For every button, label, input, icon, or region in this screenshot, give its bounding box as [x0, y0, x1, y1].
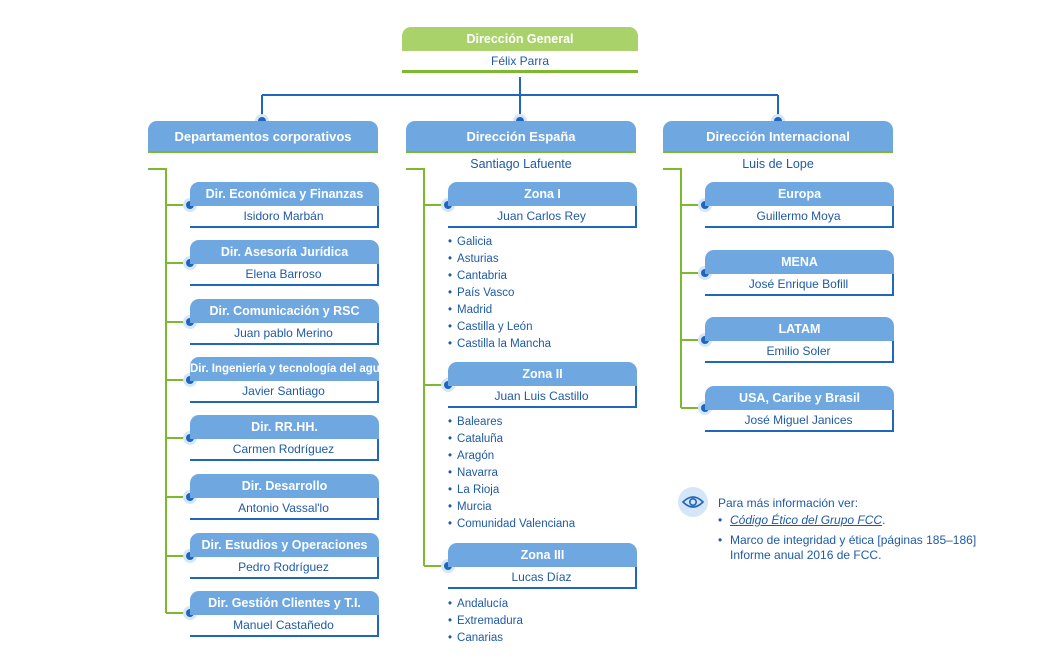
list-item: Asturias	[448, 251, 551, 268]
node-usa-caribe-brasil: USA, Caribe y Brasil José Miguel Janices	[705, 386, 894, 432]
info-item-line2: Informe anual 2016 de FCC.	[730, 548, 882, 562]
info-item-marco-integridad: Marco de integridad y ética [páginas 185…	[718, 533, 1018, 563]
node-europa: Europa Guillermo Moya	[705, 182, 894, 228]
node-person: Elena Barroso	[190, 264, 379, 286]
zona-2-regions: Baleares Cataluña Aragón Navarra La Rioj…	[448, 414, 575, 533]
node-mena: MENA José Enrique Bofill	[705, 250, 894, 296]
zona-1-regions: Galicia Asturias Cantabria País Vasco Ma…	[448, 234, 551, 353]
node-departamentos-corporativos: Departamentos corporativos	[148, 121, 378, 157]
info-list: Código Ético del Grupo FCC. Marco de int…	[718, 513, 1018, 568]
node-title: Dir. Económica y Finanzas	[190, 182, 379, 206]
node-zona-1: Zona I Juan Carlos Rey	[448, 182, 637, 228]
node-title: Dir. Gestión Clientes y T.I.	[190, 591, 379, 615]
node-direccion-general: Dirección General Félix Parra	[402, 27, 638, 73]
list-item: País Vasco	[448, 285, 551, 302]
node-title: Dir. Ingeniería y tecnología del agua	[190, 357, 379, 381]
link-suffix: .	[882, 513, 886, 527]
node-title: LATAM	[705, 317, 894, 341]
node-title: Dir. Comunicación y RSC	[190, 299, 379, 323]
list-item: Aragón	[448, 448, 575, 465]
info-item-line1: Marco de integridad y ética [páginas 185…	[730, 533, 977, 547]
node-title: Dir. Desarrollo	[190, 474, 379, 498]
list-item: La Rioja	[448, 482, 575, 499]
list-item: Comunidad Valenciana	[448, 516, 575, 533]
node-zona-2: Zona II Juan Luis Castillo	[448, 362, 637, 408]
node-person: Juan pablo Merino	[190, 323, 379, 345]
node-dir-asesoria: Dir. Asesoría Jurídica Elena Barroso	[190, 240, 379, 286]
list-item: Madrid	[448, 302, 551, 319]
node-dir-estudios: Dir. Estudios y Operaciones Pedro Rodríg…	[190, 533, 379, 579]
node-dir-rrhh: Dir. RR.HH. Carmen Rodríguez	[190, 415, 379, 461]
node-person: José Enrique Bofill	[705, 274, 894, 296]
list-item: Murcia	[448, 499, 575, 516]
info-title: Para más información ver:	[718, 496, 859, 510]
node-title: Zona III	[448, 543, 637, 567]
zona-3-regions: Andalucía Extremadura Canarias	[448, 596, 523, 647]
node-latam: LATAM Emilio Soler	[705, 317, 894, 363]
list-item: Galicia	[448, 234, 551, 251]
node-dir-ingenieria: Dir. Ingeniería y tecnología del agua Ja…	[190, 357, 379, 403]
list-item: Canarias	[448, 630, 523, 647]
node-dir-comunicacion: Dir. Comunicación y RSC Juan pablo Merin…	[190, 299, 379, 345]
node-person: Lucas Díaz	[448, 567, 637, 589]
list-item: Extremadura	[448, 613, 523, 630]
node-person: Manuel Castañedo	[190, 615, 379, 637]
list-item: Andalucía	[448, 596, 523, 613]
node-person: Emilio Soler	[705, 341, 894, 363]
list-item: Navarra	[448, 465, 575, 482]
node-title: Dir. Asesoría Jurídica	[190, 240, 379, 264]
node-title: Zona I	[448, 182, 637, 206]
node-person: Juan Carlos Rey	[448, 206, 637, 228]
node-person	[148, 151, 378, 157]
list-item: Cantabria	[448, 268, 551, 285]
eye-icon	[678, 487, 708, 517]
node-person: Pedro Rodríguez	[190, 557, 379, 579]
list-item: Castilla y León	[448, 319, 551, 336]
info-item-codigo-etico: Código Ético del Grupo FCC.	[718, 513, 1018, 528]
node-title: Dir. RR.HH.	[190, 415, 379, 439]
node-person: Félix Parra	[402, 51, 638, 73]
list-item: Cataluña	[448, 431, 575, 448]
node-dir-desarrollo: Dir. Desarrollo Antonio Vassal'lo	[190, 474, 379, 520]
node-person: Antonio Vassal'lo	[190, 498, 379, 520]
node-title: USA, Caribe y Brasil	[705, 386, 894, 410]
node-person: Santiago Lafuente	[406, 151, 636, 175]
node-title: Dirección España	[406, 121, 636, 151]
node-title: MENA	[705, 250, 894, 274]
node-person: José Miguel Janices	[705, 410, 894, 432]
node-title: Dir. Estudios y Operaciones	[190, 533, 379, 557]
node-person: Carmen Rodríguez	[190, 439, 379, 461]
node-direccion-internacional: Dirección Internacional Luis de Lope	[663, 121, 893, 175]
node-person: Juan Luis Castillo	[448, 386, 637, 408]
node-title: Europa	[705, 182, 894, 206]
list-item: Baleares	[448, 414, 575, 431]
node-title: Dirección General	[402, 27, 638, 51]
node-person: Luis de Lope	[663, 151, 893, 175]
node-dir-gestion-clientes: Dir. Gestión Clientes y T.I. Manuel Cast…	[190, 591, 379, 637]
node-title: Zona II	[448, 362, 637, 386]
node-title: Departamentos corporativos	[148, 121, 378, 151]
node-zona-3: Zona III Lucas Díaz	[448, 543, 637, 589]
node-dir-economica: Dir. Económica y Finanzas Isidoro Marbán	[190, 182, 379, 228]
node-direccion-espana: Dirección España Santiago Lafuente	[406, 121, 636, 175]
node-person: Isidoro Marbán	[190, 206, 379, 228]
node-person: Javier Santiago	[190, 381, 379, 403]
node-title: Dirección Internacional	[663, 121, 893, 151]
list-item: Castilla la Mancha	[448, 336, 551, 353]
node-person: Guillermo Moya	[705, 206, 894, 228]
codigo-etico-link[interactable]: Código Ético del Grupo FCC	[730, 513, 883, 527]
